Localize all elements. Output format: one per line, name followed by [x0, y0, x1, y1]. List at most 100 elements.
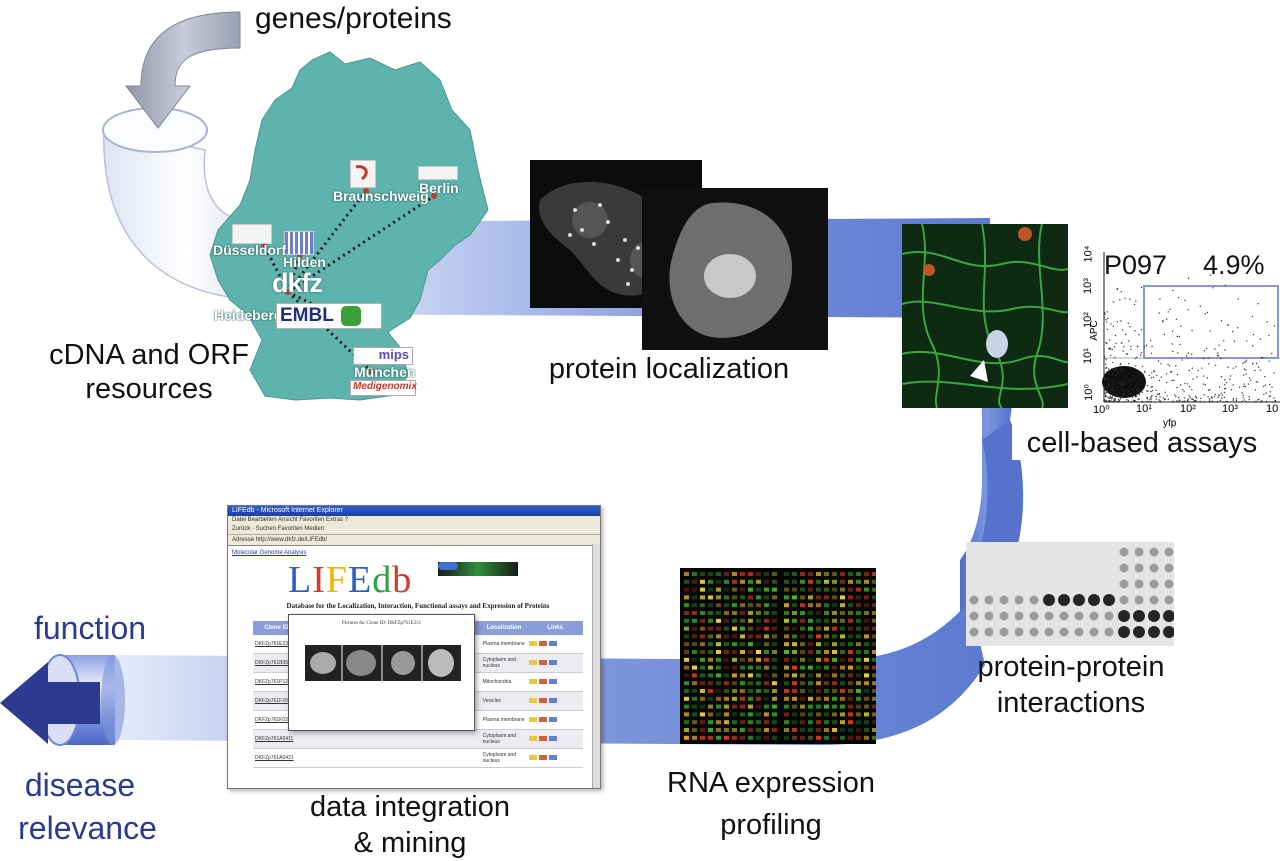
- label-function: function: [33, 610, 147, 646]
- microarray-spot: [772, 728, 777, 732]
- facs-event-dot: [1135, 365, 1137, 367]
- facs-event-dot: [1152, 370, 1155, 372]
- microarray-spot: [708, 634, 713, 639]
- microarray-spot: [808, 720, 813, 725]
- facs-event-dot: [1108, 400, 1110, 402]
- microarray-spot: [748, 634, 753, 639]
- facs-event-dot: [1111, 348, 1113, 351]
- microarray-spot: [748, 579, 753, 584]
- microarray-spot: [708, 665, 713, 670]
- microarray-spot: [808, 673, 813, 678]
- facs-event-dot: [1177, 296, 1180, 299]
- microarray-spot: [800, 712, 805, 717]
- microarray-spot: [692, 618, 697, 623]
- facs-event-dot: [1127, 322, 1129, 324]
- ppi-spot: [1164, 547, 1174, 557]
- facs-event-dot: [1149, 339, 1152, 342]
- facs-event-dot: [1197, 369, 1199, 372]
- microarray-spot: [748, 681, 753, 686]
- microarray-spot: [756, 728, 761, 732]
- microarray-spot: [748, 689, 753, 693]
- microarray-spot: [864, 579, 869, 584]
- facs-event-dot: [1159, 400, 1162, 402]
- microarray-spot: [756, 665, 761, 670]
- facs-event-dot: [1103, 400, 1105, 402]
- facs-event-dot: [1203, 375, 1205, 377]
- facs-event-dot: [1112, 400, 1115, 403]
- microarray-spot: [824, 673, 829, 678]
- description-cell: [299, 748, 481, 768]
- microarray-spot: [848, 735, 853, 740]
- microarray-spot: [784, 704, 789, 709]
- microarray-spot: [740, 603, 745, 608]
- output-arrow: [0, 662, 100, 744]
- microarray-spot: [872, 704, 876, 709]
- microarray-spot: [840, 618, 845, 623]
- facs-event-dot: [1106, 387, 1109, 389]
- microarray-spot: [684, 657, 689, 662]
- ppi-spot: [1074, 627, 1084, 637]
- facs-event-dot: [1133, 303, 1136, 306]
- microarray-spot: [784, 689, 789, 693]
- microarray-spot: [764, 681, 769, 686]
- microarray-spot: [832, 704, 837, 709]
- label-rna-1: RNA expression: [667, 767, 875, 799]
- facs-event-dot: [1178, 335, 1181, 338]
- microarray-spot: [692, 665, 697, 670]
- microarray-spot: [708, 673, 713, 678]
- microarray-spot: [848, 704, 853, 709]
- microarray-spot: [732, 720, 737, 725]
- microarray-spot: [708, 696, 713, 701]
- microarray-spot: [708, 657, 713, 662]
- microarray-spot: [840, 579, 845, 584]
- microarray-spot: [840, 595, 845, 600]
- microarray-spot: [872, 735, 876, 740]
- microarray-spot: [872, 611, 876, 615]
- microarray-spot: [772, 634, 777, 639]
- facs-event-dot: [1121, 388, 1123, 390]
- microarray-spot: [856, 673, 861, 678]
- facs-event-dot: [1176, 373, 1178, 376]
- facs-event-dot: [1175, 395, 1177, 398]
- facs-event-dot: [1238, 401, 1240, 403]
- ppi-spot: [1163, 610, 1174, 622]
- microarray-spot: [872, 712, 876, 717]
- microarray-spot: [800, 572, 805, 576]
- dkfz-logo: dkfz: [272, 268, 323, 298]
- links-cell: [527, 672, 583, 692]
- microarray-spot: [808, 634, 813, 639]
- facs-event-dot: [1217, 354, 1220, 357]
- facs-event-dot: [1189, 396, 1191, 398]
- microarray-spot: [684, 611, 689, 615]
- facs-event-dot: [1118, 381, 1121, 384]
- microarray-spot: [772, 611, 777, 615]
- microarray-spot: [784, 595, 789, 600]
- facs-event-dot: [1147, 390, 1149, 392]
- microarray-spot: [772, 642, 777, 647]
- microarray-spot: [724, 681, 729, 686]
- facs-event-dot: [1178, 399, 1181, 402]
- facs-event-dot: [1206, 377, 1209, 379]
- facs-event-dot: [1141, 365, 1144, 368]
- microarray-spot: [856, 579, 861, 584]
- microarray-spot: [724, 587, 729, 592]
- facs-event-dot: [1247, 383, 1249, 385]
- facs-event-dot: [1225, 382, 1228, 384]
- microarray-spot: [756, 587, 761, 592]
- facs-event-dot: [1177, 352, 1179, 354]
- microarray-spot: [724, 696, 729, 701]
- facs-event-dot: [1165, 373, 1168, 375]
- qiagen-logo: [284, 231, 314, 255]
- facs-event-dot: [1143, 346, 1146, 348]
- microarray-spot: [856, 665, 861, 670]
- microarray-spot: [748, 587, 753, 592]
- facs-event-dot: [1112, 301, 1115, 303]
- microarray-spot: [708, 735, 713, 740]
- microarray-spot: [708, 681, 713, 686]
- label-cdna-orf-1: cDNA and ORF: [49, 339, 249, 371]
- facs-event-dot: [1171, 379, 1173, 382]
- facs-event-dot: [1146, 396, 1148, 399]
- microarray-spot: [784, 572, 789, 576]
- facs-event-dot: [1224, 379, 1226, 381]
- facs-event-dot: [1167, 398, 1169, 400]
